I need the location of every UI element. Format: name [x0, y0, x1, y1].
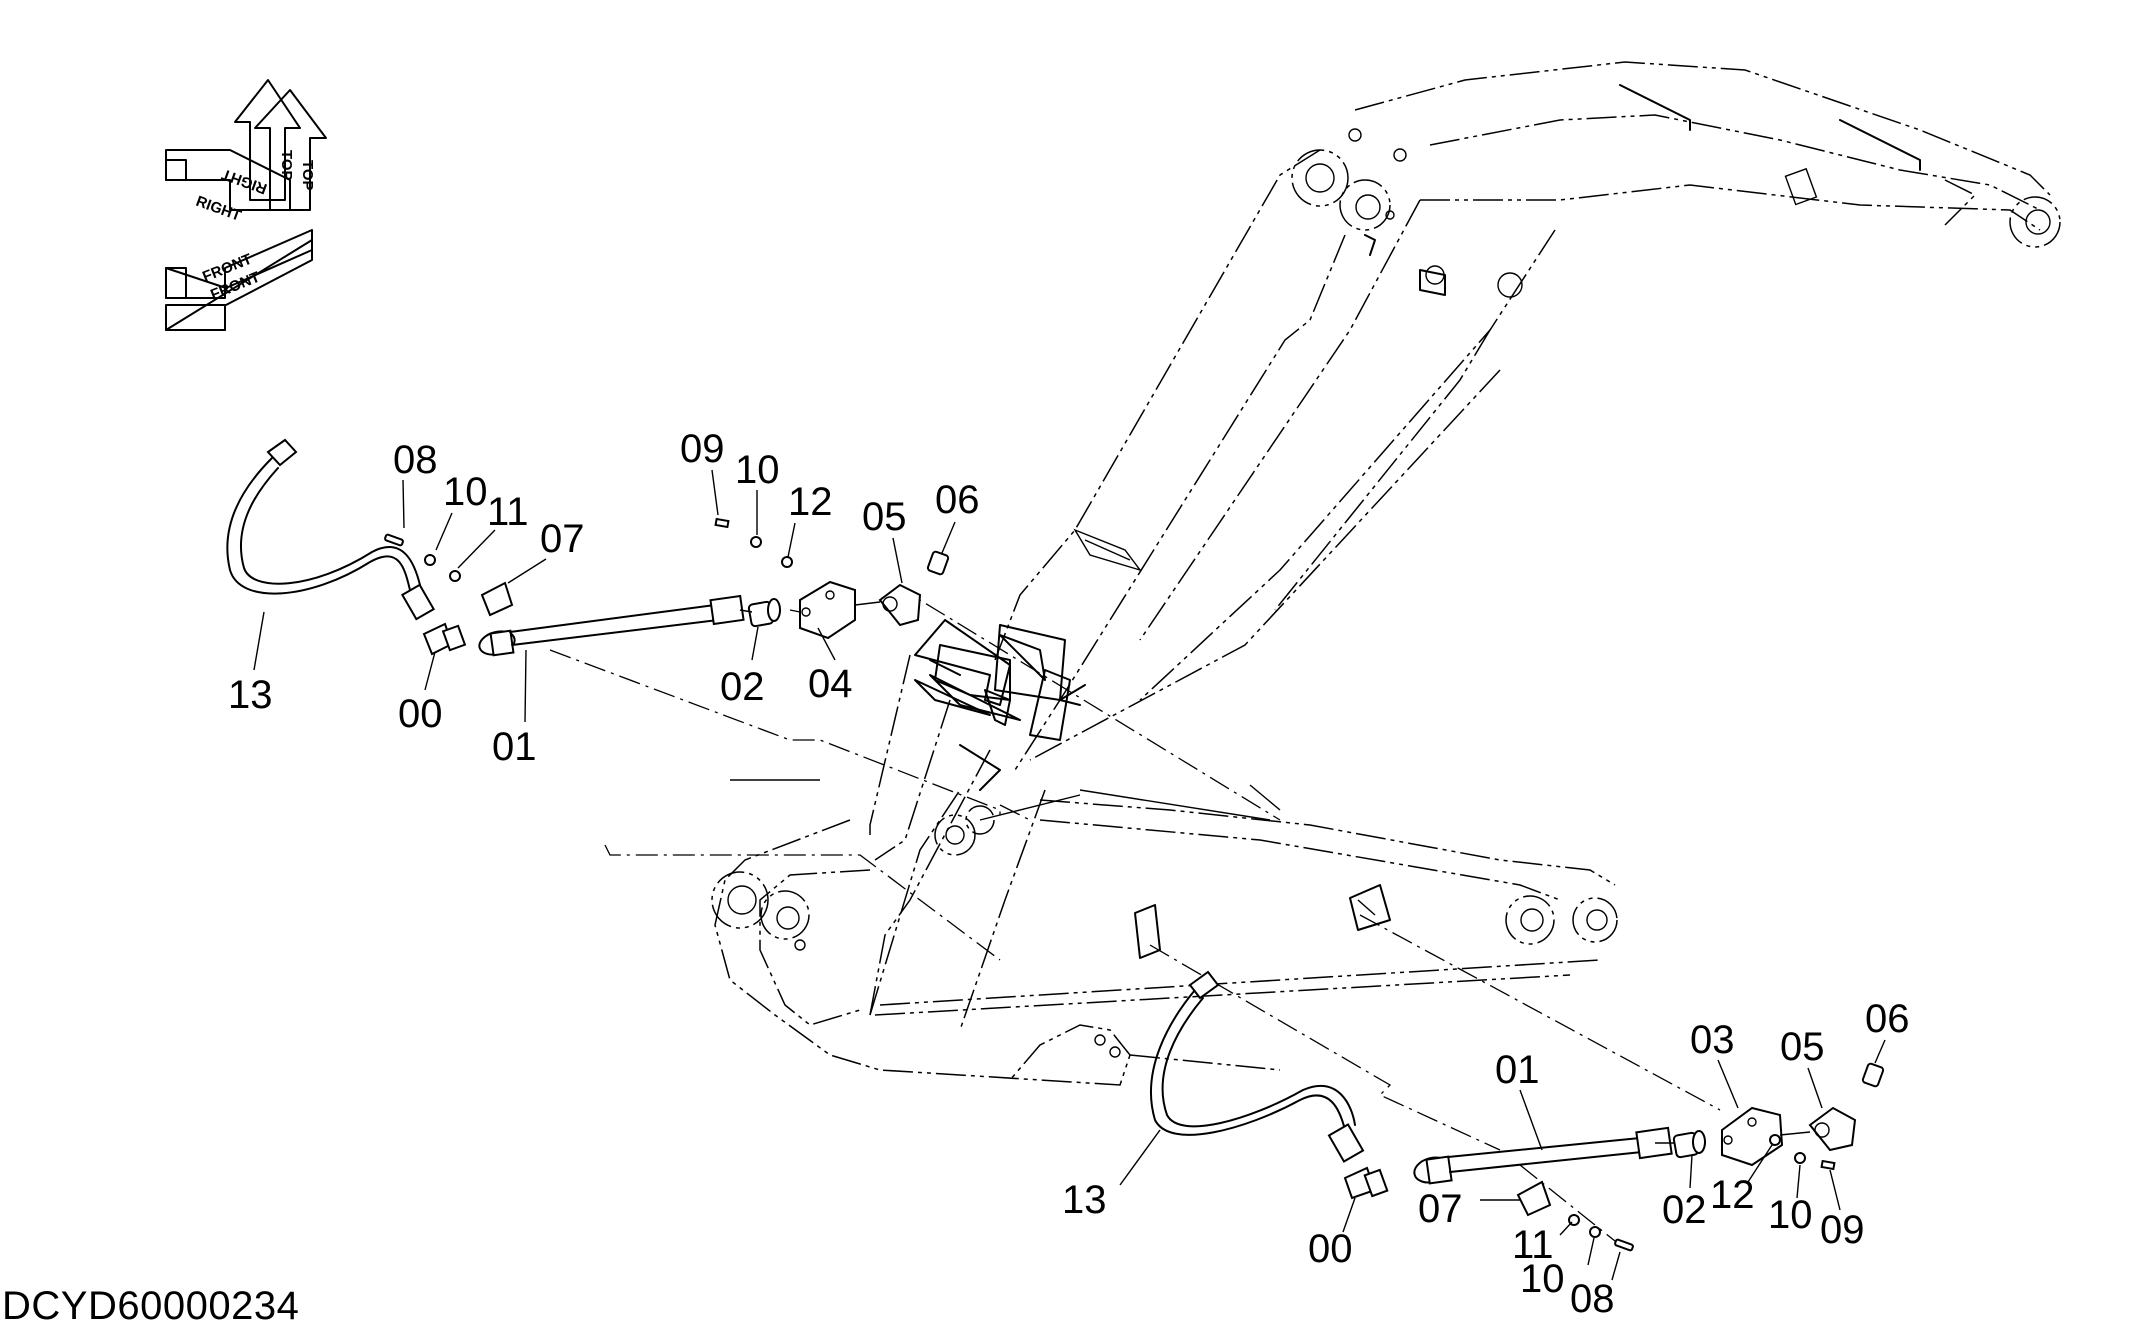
callout-lower-12: 12	[1710, 1173, 1755, 1217]
callout-upper-12: 12	[788, 480, 833, 524]
callout-upper-02: 02	[720, 665, 765, 709]
callout-upper-01: 01	[492, 725, 537, 769]
drawing-code: DCYD60000234	[2, 1284, 300, 1328]
callout-upper-09: 09	[680, 427, 725, 471]
callout-upper-10a: 10	[443, 470, 488, 514]
callout-upper-06: 06	[935, 478, 980, 522]
callout-lower-01: 01	[1495, 1048, 1540, 1092]
callout-lower-13: 13	[1062, 1178, 1107, 1222]
callout-upper-07: 07	[540, 517, 585, 561]
callout-lower-00: 00	[1308, 1227, 1353, 1271]
callout-labels-upper: 08 10 11 07 09 10 12 05 06 13 00 01 02 0…	[228, 427, 980, 769]
upper-parts-group	[226, 438, 956, 723]
callout-upper-11: 11	[487, 490, 529, 534]
callout-lower-09: 09	[1820, 1208, 1865, 1252]
callout-lower-02: 02	[1662, 1188, 1707, 1232]
callout-lower-11: 11	[1512, 1223, 1554, 1267]
callout-upper-13: 13	[228, 673, 273, 717]
orientation-top-label-2: TOP	[299, 160, 316, 191]
orientation-arrows-icon: TOP TOP RIGHT RIGHT FRONT FRONT	[165, 79, 327, 331]
boom-outline	[711, 61, 2061, 1086]
callout-upper-00: 00	[398, 692, 443, 736]
orientation-right-label: RIGHT	[194, 193, 244, 225]
callout-upper-04: 04	[808, 662, 853, 706]
callout-upper-10b: 10	[735, 448, 780, 492]
callout-lower-08: 08	[1570, 1277, 1615, 1321]
callout-upper-05: 05	[862, 495, 907, 539]
callout-labels-lower: 03 06 05 01 13 00 07 02 12 10 09 11 10 0…	[1062, 997, 1910, 1321]
callout-lower-10a: 10	[1768, 1193, 1813, 1237]
callout-lower-07: 07	[1418, 1187, 1463, 1231]
orientation-right-label-2: RIGHT	[220, 165, 270, 197]
orientation-top-label: TOP	[278, 150, 295, 181]
callout-lower-06: 06	[1865, 997, 1910, 1041]
callout-lower-05: 05	[1780, 1025, 1825, 1069]
callout-upper-08: 08	[393, 438, 438, 482]
callout-lower-03: 03	[1690, 1018, 1735, 1062]
lower-parts-group	[1119, 970, 1886, 1281]
callout-lower-10b: 10	[1520, 1257, 1565, 1301]
